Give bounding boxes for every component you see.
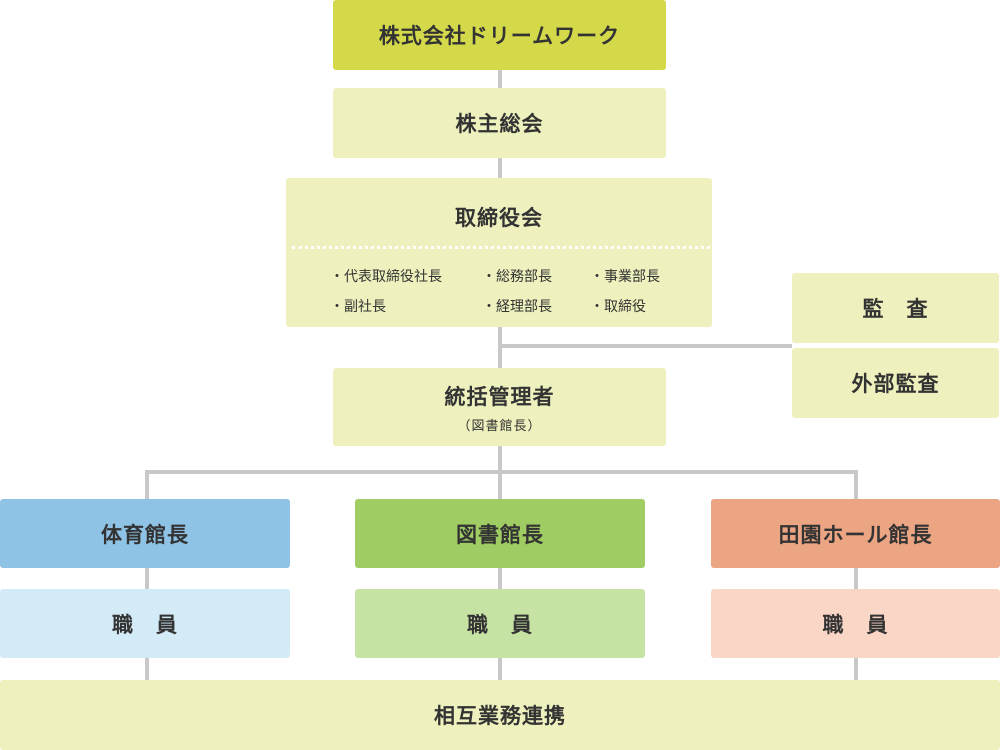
staff-box: 職 員 bbox=[0, 589, 290, 658]
staff-label: 職 員 bbox=[112, 612, 178, 637]
connector-dept2-staff bbox=[498, 568, 502, 589]
dept-head-box: 田園ホール館長 bbox=[711, 499, 1000, 568]
staff-box: 職 員 bbox=[355, 589, 645, 658]
audit-box: 監 査 bbox=[792, 273, 999, 343]
board-role: 副社長 bbox=[330, 296, 482, 316]
dept-head-box: 図書館長 bbox=[355, 499, 645, 568]
connector-staff1-cooperation bbox=[145, 658, 149, 680]
board-title: 取締役会 bbox=[455, 206, 543, 230]
connector-company-shareholders bbox=[498, 70, 502, 88]
board-role: 総務部長 bbox=[482, 266, 590, 286]
external-audit-label: 外部監査 bbox=[851, 372, 940, 396]
dept-head-label: 体育館長 bbox=[101, 522, 189, 547]
company-name: 株式会社ドリームワーク bbox=[378, 24, 621, 48]
shareholders-box: 株主総会 bbox=[333, 88, 666, 158]
connector-bus-dept2 bbox=[498, 470, 502, 499]
audit-label: 監 査 bbox=[862, 297, 929, 321]
board-divider bbox=[292, 246, 710, 249]
manager-box: 統括管理者 （図書館長） bbox=[333, 368, 666, 446]
connector-dept3-staff bbox=[854, 568, 858, 589]
board-role: 取締役 bbox=[590, 296, 690, 316]
connector-bus-dept3 bbox=[854, 470, 858, 499]
board-role: 経理部長 bbox=[482, 296, 590, 316]
connector-staff2-cooperation bbox=[498, 658, 502, 680]
staff-label: 職 員 bbox=[822, 612, 889, 637]
connector-bus-dept1 bbox=[145, 470, 149, 499]
manager-subtitle: （図書館長） bbox=[457, 418, 542, 434]
shareholders-label: 株主総会 bbox=[455, 112, 544, 136]
connector-dept1-staff bbox=[145, 568, 149, 589]
dept-head-box: 体育館長 bbox=[0, 499, 290, 568]
board-role: 代表取締役社長 bbox=[330, 266, 482, 286]
staff-box: 職 員 bbox=[711, 589, 1000, 658]
external-audit-box: 外部監査 bbox=[792, 348, 999, 418]
company-box: 株式会社ドリームワーク bbox=[333, 0, 666, 70]
cooperation-label: 相互業務連携 bbox=[434, 704, 566, 728]
connector-shareholders-board bbox=[498, 158, 502, 178]
staff-label: 職 員 bbox=[467, 612, 533, 637]
connector-staff3-cooperation bbox=[854, 658, 858, 680]
dept-head-label: 田園ホール館長 bbox=[778, 522, 933, 547]
board-role: 事業部長 bbox=[590, 266, 690, 286]
connector-manager-departments bbox=[498, 446, 502, 473]
connector-audit-branch bbox=[500, 344, 792, 348]
board-roles: 代表取締役社長 総務部長 事業部長 副社長 経理部長 取締役 bbox=[330, 266, 690, 316]
dept-head-label: 図書館長 bbox=[456, 522, 544, 547]
cooperation-box: 相互業務連携 bbox=[0, 680, 1000, 750]
manager-title: 統括管理者 bbox=[444, 384, 555, 409]
